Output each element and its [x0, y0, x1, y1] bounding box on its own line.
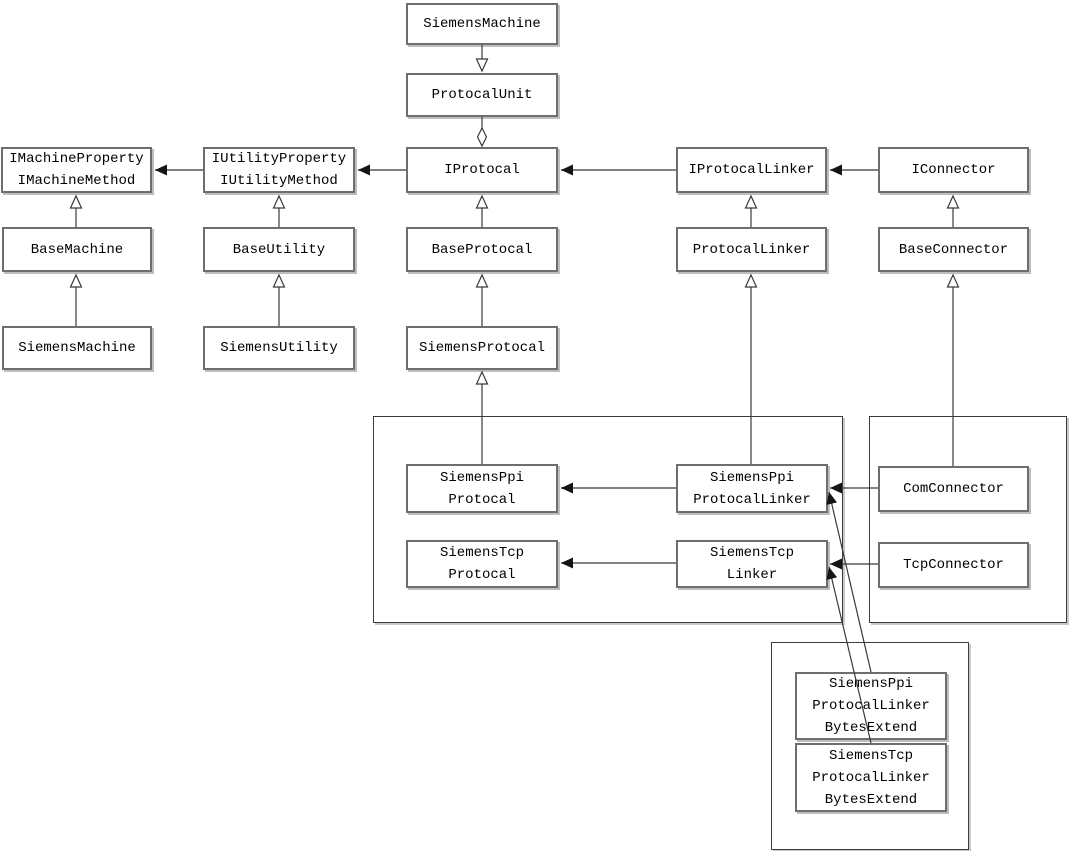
node-label: SiemensPpi Protocal: [439, 469, 524, 508]
node-label: IMachineProperty IMachineMethod: [9, 151, 144, 189]
node-siemens-machine-top: SiemensMachine: [406, 3, 558, 45]
node-imachine-property-method: IMachineProperty IMachineMethod: [1, 147, 152, 193]
group-connector-implementations: [869, 416, 1067, 623]
node-label: SiemensTcp Protocal: [439, 545, 524, 583]
node-label: IProtocal: [444, 162, 520, 178]
node-siemens-tcp-protocal: SiemensTcp Protocal: [406, 540, 558, 588]
node-label: ProtocalLinker: [692, 241, 811, 258]
node-label: SiemensTcp Linker: [709, 545, 794, 583]
node-iprotocal-linker: IProtocalLinker: [676, 147, 827, 193]
node-iconnector: IConnector: [878, 147, 1029, 193]
node-label: BaseMachine: [30, 241, 124, 258]
node-siemens-utility: SiemensUtility: [203, 326, 355, 370]
node-label: BaseProtocal: [431, 241, 533, 258]
node-label: TcpConnector: [903, 557, 1004, 573]
node-siemens-machine: SiemensMachine: [2, 326, 152, 370]
node-siemens-protocal: SiemensProtocal: [406, 326, 558, 370]
node-label: SiemensProtocal: [418, 340, 546, 356]
node-com-connector: ComConnector: [878, 466, 1029, 512]
node-base-connector: BaseConnector: [878, 227, 1029, 272]
node-siemens-ppi-protocal: SiemensPpi Protocal: [406, 464, 558, 513]
node-base-utility: BaseUtility: [203, 227, 355, 272]
node-label: SiemensTcp ProtocalLinker BytesExtend: [812, 747, 930, 808]
node-label: IConnector: [911, 162, 996, 178]
node-base-protocal: BaseProtocal: [406, 227, 558, 272]
node-label: BaseUtility: [232, 241, 326, 258]
node-iutility-property-method: IUtilityProperty IUtilityMethod: [203, 147, 355, 193]
node-protocal-linker: ProtocalLinker: [676, 227, 827, 272]
node-tcp-connector: TcpConnector: [878, 542, 1029, 588]
node-siemens-tcp-linker: SiemensTcp Linker: [676, 540, 828, 588]
node-label: IProtocalLinker: [688, 162, 815, 178]
node-base-machine: BaseMachine: [2, 227, 152, 272]
node-label: IUtilityProperty IUtilityMethod: [211, 151, 347, 189]
node-siemens-tcp-protocal-linker-bytes-extend: SiemensTcp ProtocalLinker BytesExtend: [795, 743, 947, 812]
node-label: SiemensMachine: [18, 340, 136, 356]
node-protocal-unit: ProtocalUnit: [406, 73, 558, 117]
node-label: SiemensMachine: [423, 16, 541, 32]
node-label: SiemensUtility: [220, 340, 338, 356]
node-label: ProtocalUnit: [431, 87, 533, 103]
node-label: SiemensPpi ProtocalLinker: [693, 469, 811, 508]
group-protocal-linker-implementations: [373, 416, 843, 623]
node-siemens-ppi-protocal-linker-bytes-extend: SiemensPpi ProtocalLinker BytesExtend: [795, 672, 947, 740]
node-siemens-ppi-protocal-linker: SiemensPpi ProtocalLinker: [676, 464, 828, 513]
node-label: ComConnector: [903, 481, 1004, 497]
node-iprotocal: IProtocal: [406, 147, 558, 193]
node-label: BaseConnector: [898, 241, 1009, 258]
node-label: SiemensPpi ProtocalLinker BytesExtend: [812, 676, 930, 736]
